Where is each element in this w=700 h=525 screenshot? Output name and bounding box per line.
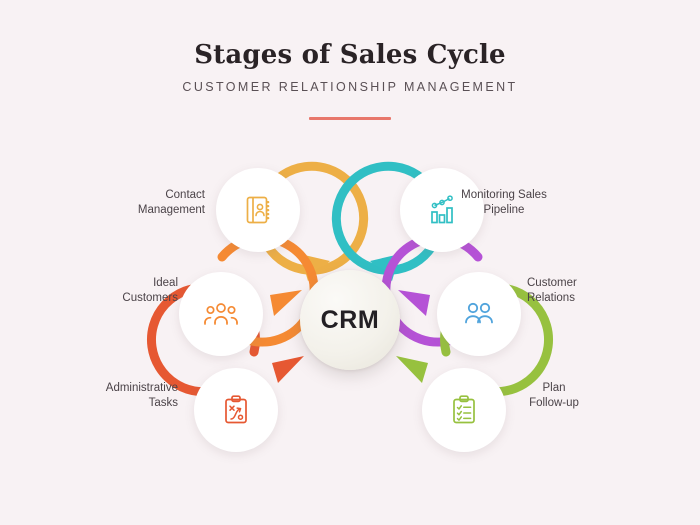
node-contact-management[interactable] bbox=[216, 168, 300, 252]
node-ideal-customers[interactable] bbox=[179, 272, 263, 356]
hub-label: CRM bbox=[320, 305, 380, 334]
bar-chart-trend-icon bbox=[431, 195, 453, 224]
node-monitoring-sales-pipeline[interactable] bbox=[400, 168, 484, 252]
label-plan-follow-up: Plan Follow-up bbox=[529, 382, 579, 409]
clipboard-checklist-icon bbox=[453, 395, 475, 424]
label-customer-relations: Customer Relations bbox=[527, 277, 577, 304]
node-administrative-tasks[interactable] bbox=[194, 368, 278, 452]
accent-divider bbox=[309, 116, 391, 120]
page-subtitle: CUSTOMER RELATIONSHIP MANAGEMENT bbox=[182, 80, 518, 94]
label-administrative-tasks: Administrative Tasks bbox=[105, 382, 178, 409]
node-plan-follow-up[interactable] bbox=[422, 368, 506, 452]
node-customer-relations[interactable] bbox=[437, 272, 521, 356]
two-people-icon bbox=[465, 302, 493, 324]
cycle-wheel: CRM bbox=[140, 150, 560, 490]
group-people-icon bbox=[204, 303, 238, 325]
page-title: Stages of Sales Cycle bbox=[194, 40, 506, 70]
clipboard-strategy-icon bbox=[225, 395, 247, 424]
label-monitoring-sales-pipeline: Monitoring Sales Pipeline bbox=[461, 189, 547, 216]
header: Stages of Sales Cycle CUSTOMER RELATIONS… bbox=[0, 0, 700, 120]
label-contact-management: Contact Management bbox=[137, 189, 205, 216]
hub-crm[interactable]: CRM bbox=[300, 270, 400, 370]
address-book-icon bbox=[246, 196, 270, 224]
label-ideal-customers: Ideal Customers bbox=[122, 277, 178, 304]
